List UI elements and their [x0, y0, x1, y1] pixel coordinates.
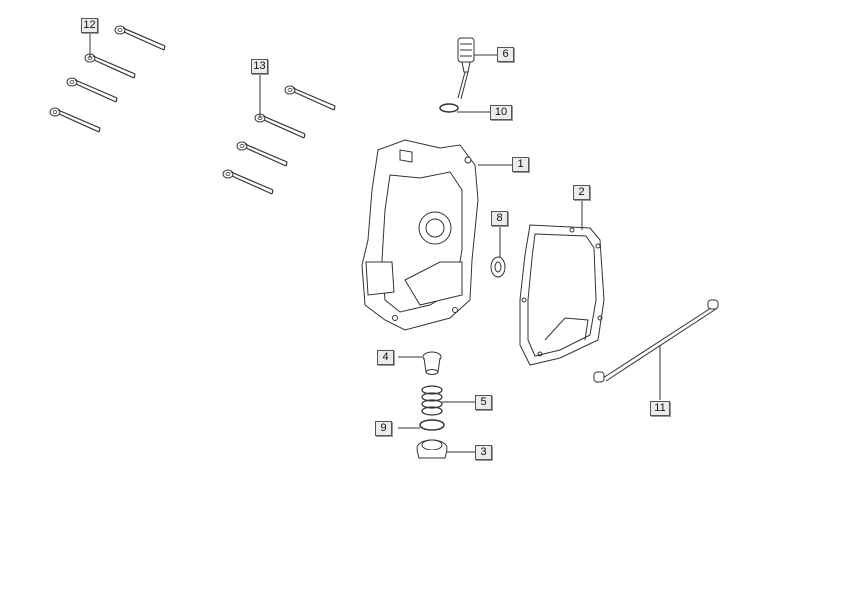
o-ring	[419, 419, 445, 431]
callout-11: 11	[650, 401, 670, 416]
spring	[421, 385, 443, 416]
callout-3: 3	[475, 445, 492, 460]
callout-10: 10	[490, 105, 512, 120]
callout-13: 13	[251, 59, 268, 74]
callout-1: 1	[512, 157, 529, 172]
cover-gasket	[519, 224, 605, 366]
strainer-cap	[416, 439, 448, 459]
callout-4: 4	[377, 350, 394, 365]
oil-seal	[490, 256, 506, 278]
leader-lines	[89, 33, 661, 453]
dipstick	[457, 37, 475, 100]
dipstick-o-ring	[439, 103, 459, 113]
bolt-set-12	[49, 25, 166, 133]
callout-6: 6	[497, 47, 514, 62]
callout-5: 5	[475, 395, 492, 410]
bolt-set-13	[222, 85, 336, 195]
drain-plug	[422, 351, 442, 375]
dowel-pins	[593, 299, 719, 383]
callout-9: 9	[375, 421, 392, 436]
crankcase-cover	[361, 139, 479, 331]
callout-2: 2	[573, 185, 590, 200]
callout-12: 12	[81, 18, 98, 33]
callout-8: 8	[491, 211, 508, 226]
